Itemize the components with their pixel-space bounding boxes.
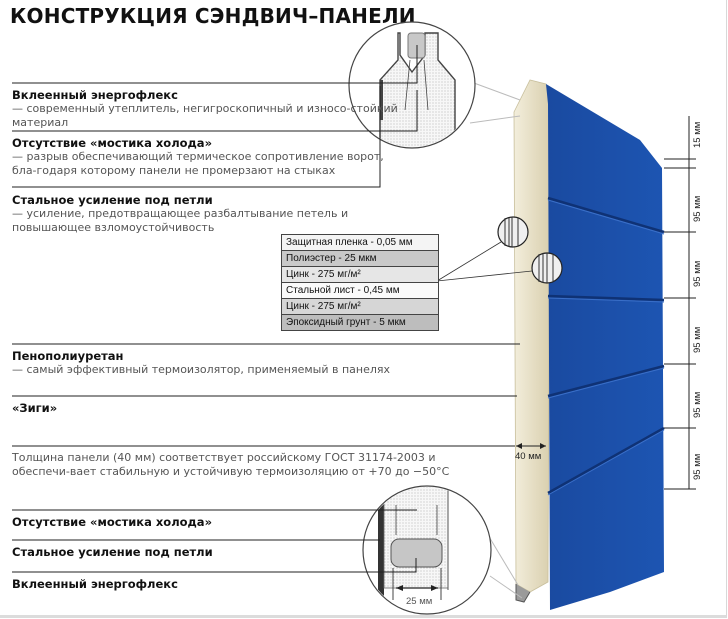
layer-row: Защитная пленка - 0,05 мм [282, 235, 438, 251]
feature-cold-bridge: Отсутствие «мостика холода» — разрыв обе… [12, 136, 384, 177]
panel-edge [513, 79, 551, 593]
feature-zigi: «Зиги» [12, 401, 58, 415]
page-title: КОНСТРУКЦИЯ СЭНДВИЧ–ПАНЕЛИ [10, 4, 416, 28]
bottom-label-hinge: Стальное усиление под петли [12, 545, 213, 559]
layer-row: Цинк - 275 мг/м² [282, 299, 438, 315]
hinge-width-label: 25 мм [406, 596, 433, 607]
height-label-95: 95 мм [692, 391, 703, 418]
coating-layers-table: Защитная пленка - 0,05 мм Полиэстер - 25… [281, 234, 439, 331]
height-label-95: 95 мм [692, 326, 703, 353]
thickness-note: Толщина панели (40 мм) соответствует рос… [12, 451, 450, 478]
feature-polyurethane: Пенополиуретан — самый эффективный термо… [12, 349, 391, 376]
layer-row: Эпоксидный грунт - 5 мкм [282, 315, 438, 330]
leader-lines [12, 45, 520, 573]
bottom-label-cold-bridge: Отсутствие «мостика холода» [12, 515, 212, 529]
feature-energoflex: Вклеенный энергофлекс — современный утеп… [12, 88, 398, 129]
layer-row: Полиэстер - 25 мкм [282, 251, 438, 267]
thickness-arrow [516, 443, 546, 449]
thickness-label: 40 мм [515, 451, 542, 462]
layer-detail-circles [436, 216, 563, 284]
height-dimensions [664, 116, 696, 490]
height-label-95: 95 мм [692, 453, 703, 480]
bottom-label-energoflex: Вклеенный энергофлекс [12, 577, 178, 591]
bottom-hinge-detail [362, 485, 523, 615]
height-label-95: 95 мм [692, 260, 703, 287]
height-label-15: 15 мм [692, 121, 703, 148]
height-label-95: 95 мм [692, 195, 703, 222]
feature-hinge-reinforcement: Стальное усиление под петли — усиление, … [12, 193, 349, 234]
layer-row: Стальной лист - 0,45 мм [282, 283, 438, 299]
layer-row: Цинк - 275 мг/м² [282, 267, 438, 283]
panel-face [546, 84, 665, 610]
